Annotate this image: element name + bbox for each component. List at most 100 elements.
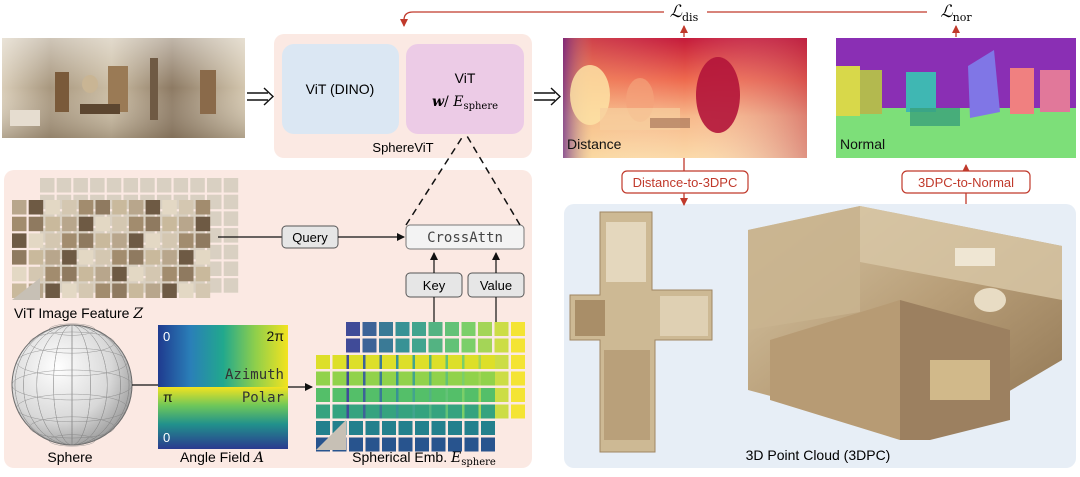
embedding-cell-back <box>494 322 509 336</box>
feature-cell <box>62 233 77 248</box>
angle-zero-top: 0 <box>163 329 170 344</box>
normal-map-image <box>836 38 1076 158</box>
embedding-cell-back <box>412 338 426 353</box>
feature-cell <box>45 250 60 265</box>
vit-image-feature-label: ViT Image Feature Z <box>14 305 143 322</box>
embedding-cell <box>316 388 330 402</box>
embedding-cell <box>464 404 479 419</box>
vit-sphere-label-line2: w/ Esphere <box>432 94 498 112</box>
vit-dino-label: ViT (DINO) <box>306 81 375 97</box>
feature-cell <box>95 266 110 282</box>
feature-cell <box>62 200 77 215</box>
angle-two-pi: 2π <box>267 328 285 344</box>
embedding-cell-back <box>478 338 492 353</box>
feature-cell-back <box>40 178 55 193</box>
embedding-cell <box>332 404 347 419</box>
feature-cell <box>12 200 27 215</box>
feature-cell <box>62 283 77 298</box>
embedding-cell-back <box>445 322 459 336</box>
pointcloud-3d-view <box>748 206 1062 440</box>
embedding-cell-back <box>445 338 459 353</box>
embedding-cell <box>398 437 413 452</box>
feature-cell <box>12 250 27 265</box>
feature-depth-shade <box>12 278 40 300</box>
feature-cell <box>62 250 77 265</box>
feature-cell <box>145 200 161 215</box>
feature-cell <box>28 216 44 232</box>
feature-cell-back <box>156 178 172 193</box>
feature-cell <box>128 233 144 248</box>
feature-cell-back <box>207 278 222 293</box>
embedding-cell <box>431 388 446 402</box>
feature-cell <box>62 216 77 232</box>
feature-cell <box>112 216 127 232</box>
feature-cell-back <box>106 178 122 193</box>
embedding-cell-back <box>478 322 492 336</box>
feature-cell <box>179 283 194 298</box>
feature-cell <box>128 283 144 298</box>
query-label: Query <box>292 230 328 245</box>
embedding-cell-back <box>494 355 509 369</box>
feature-cell <box>179 250 194 265</box>
embedding-cell <box>481 355 495 369</box>
embedding-cell <box>431 421 446 435</box>
feature-cell <box>12 266 27 282</box>
embedding-cell <box>398 355 413 369</box>
distance-to-3dpc-box <box>621 170 749 194</box>
embedding-cell <box>332 371 347 386</box>
feature-cell <box>128 266 144 282</box>
feature-cell <box>45 266 60 282</box>
feature-cell-back <box>207 228 222 243</box>
feature-cell <box>145 266 161 282</box>
value-label: Value <box>480 278 512 293</box>
embedding-cell-back <box>511 338 525 353</box>
feature-cell <box>78 250 94 265</box>
embedding-cell <box>382 404 396 419</box>
feature-cell-back <box>223 228 239 243</box>
feature-cell-back <box>73 178 88 193</box>
embedding-cell-back <box>494 404 509 419</box>
feature-cell <box>28 266 44 282</box>
feature-cell-back <box>190 178 205 193</box>
feature-cell-back <box>173 178 189 193</box>
feature-cell <box>78 216 94 232</box>
embedding-cell <box>415 437 429 452</box>
input-panorama-image <box>2 38 245 138</box>
feature-cell <box>179 200 194 215</box>
embedding-cell <box>481 437 495 452</box>
feature-cell-back <box>207 211 222 226</box>
spherevit-title: SphereViT <box>372 140 433 155</box>
embedding-cell-back <box>511 404 525 419</box>
feature-cell-back <box>140 178 155 193</box>
embedding-cell <box>415 371 429 386</box>
feature-cell <box>12 233 27 248</box>
embedding-cell <box>382 371 396 386</box>
embedding-cell-back <box>379 322 393 336</box>
angle-field-label: Angle Field A <box>180 449 264 466</box>
crossattn-box[interactable] <box>405 224 525 250</box>
feature-cell <box>145 250 161 265</box>
embedding-cell-back <box>494 371 509 386</box>
embedding-cell <box>448 355 462 369</box>
embedding-cell <box>382 437 396 452</box>
embedding-cell <box>316 404 330 419</box>
embedding-cell <box>415 404 429 419</box>
pointcloud-label: 3D Point Cloud (3DPC) <box>746 447 891 463</box>
embedding-cell <box>481 371 495 386</box>
feature-cell-back <box>123 178 138 193</box>
feature-cell <box>95 233 110 248</box>
feature-cell <box>162 216 177 232</box>
feature-cell <box>162 200 177 215</box>
feature-cell <box>162 233 177 248</box>
feature-cell <box>145 233 161 248</box>
embedding-cell-back <box>362 322 377 336</box>
embedding-cell <box>415 355 429 369</box>
embedding-cell <box>349 371 363 386</box>
feature-cell <box>12 216 27 232</box>
feature-cell <box>45 216 60 232</box>
vit-sphere-block <box>406 44 524 134</box>
embedding-cell <box>431 355 446 369</box>
sphere-graphic <box>11 323 133 447</box>
embedding-cell <box>431 371 446 386</box>
feature-cell <box>45 233 60 248</box>
